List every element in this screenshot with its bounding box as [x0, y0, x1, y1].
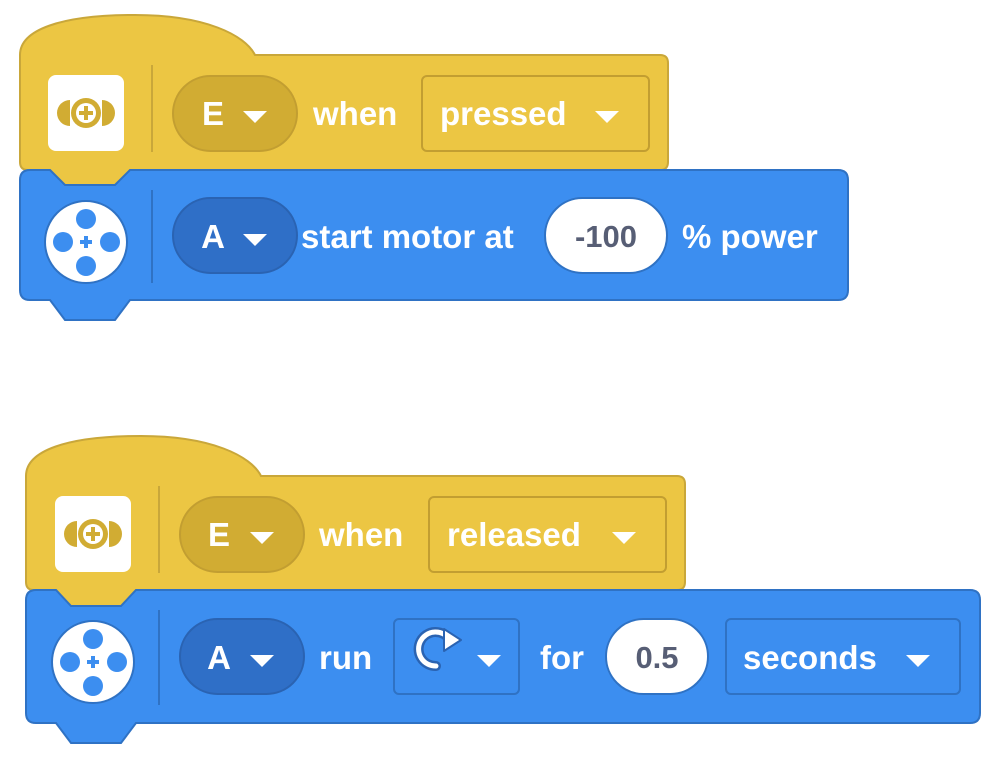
power-suffix-label: % power	[682, 218, 818, 255]
hat-block-when-released[interactable]: E when released	[25, 434, 686, 607]
start-motor-label: start motor at	[301, 218, 514, 255]
chevron-down-icon	[595, 111, 619, 123]
run-label: run	[319, 639, 372, 676]
command-block-run-motor[interactable]: A run for 0.5 seconds	[25, 589, 981, 744]
chevron-down-icon	[906, 655, 930, 667]
chevron-down-icon	[250, 532, 274, 544]
duration-input[interactable]: 0.5	[605, 618, 709, 695]
direction-dropdown[interactable]	[393, 618, 520, 695]
hat-block-when-pressed[interactable]: E when pressed	[19, 13, 669, 186]
script-2[interactable]: E when released	[25, 434, 981, 744]
force-sensor-icon	[55, 496, 131, 572]
motor-port-value: A	[207, 639, 231, 676]
power-input[interactable]: -100	[544, 197, 668, 274]
when-label: when	[318, 516, 403, 553]
motor-port-dropdown[interactable]: A	[179, 618, 305, 695]
state-dropdown[interactable]: pressed	[421, 75, 650, 152]
command-block-start-motor[interactable]: A start motor at -100 % power	[19, 169, 849, 321]
port-dropdown[interactable]: E	[172, 75, 298, 152]
unit-dropdown[interactable]: seconds	[725, 618, 961, 695]
script-1[interactable]: E when pressed	[19, 13, 849, 321]
port-dropdown[interactable]: E	[179, 496, 305, 573]
chevron-down-icon	[477, 655, 501, 667]
chevron-down-icon	[612, 532, 636, 544]
state-value: released	[447, 516, 581, 553]
port-value: E	[208, 516, 230, 553]
when-label: when	[312, 95, 397, 132]
unit-value: seconds	[743, 639, 877, 676]
clockwise-arrow-icon	[413, 627, 462, 672]
port-value: E	[202, 95, 224, 132]
state-value: pressed	[440, 95, 567, 132]
chevron-down-icon	[243, 111, 267, 123]
motor-port-value: A	[201, 218, 225, 255]
duration-value: 0.5	[635, 640, 678, 675]
power-value: -100	[575, 219, 637, 254]
force-sensor-icon	[48, 75, 124, 151]
chevron-down-icon	[250, 655, 274, 667]
chevron-down-icon	[243, 234, 267, 246]
motor-port-dropdown[interactable]: A	[172, 197, 298, 274]
motor-icon	[51, 620, 135, 704]
state-dropdown[interactable]: released	[428, 496, 667, 573]
for-label: for	[540, 639, 584, 676]
motor-icon	[44, 200, 128, 284]
